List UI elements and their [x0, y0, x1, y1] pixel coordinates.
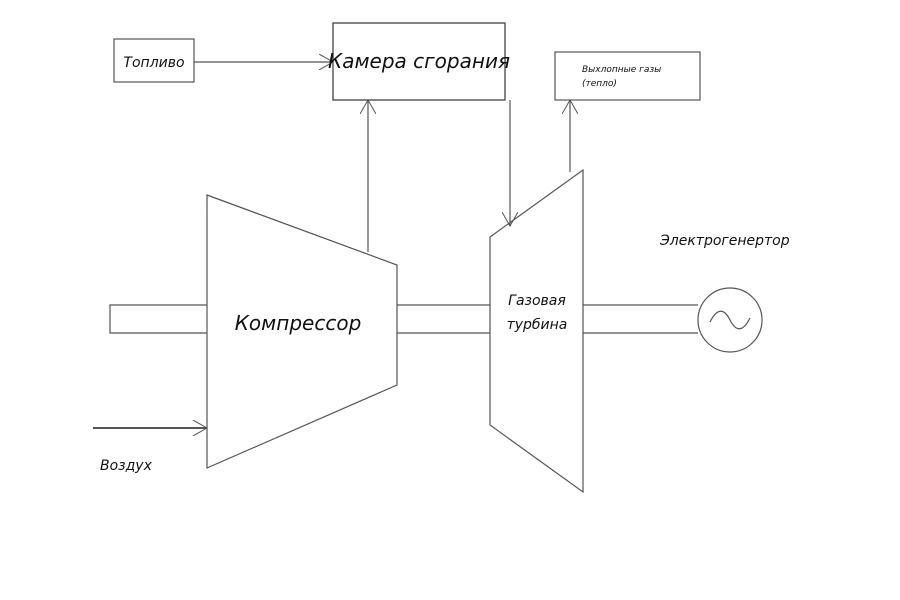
fuel-label: Топливо: [123, 55, 184, 71]
turbine-shape: [489, 168, 584, 494]
exhaust-label-heat: (тепло): [582, 79, 617, 89]
combustion-chamber-label: Камера сгорания: [328, 49, 510, 73]
inlet-shaft: [109, 304, 207, 334]
ac-wave-icon: [709, 310, 751, 330]
turbine-label: Газовая: [508, 293, 566, 309]
generator-symbol: [697, 287, 763, 353]
compressor-shape: [206, 194, 398, 469]
exhaust-box: [554, 51, 701, 101]
exhaust-label: Выхлопные газы: [582, 65, 661, 75]
compressor-label: Компрессор: [235, 311, 362, 335]
air-label: Воздух: [100, 458, 153, 474]
turbine-label-2: турбина: [507, 317, 568, 333]
generator-label: Электрогенертор: [659, 233, 790, 249]
fuel-box: [113, 38, 195, 83]
